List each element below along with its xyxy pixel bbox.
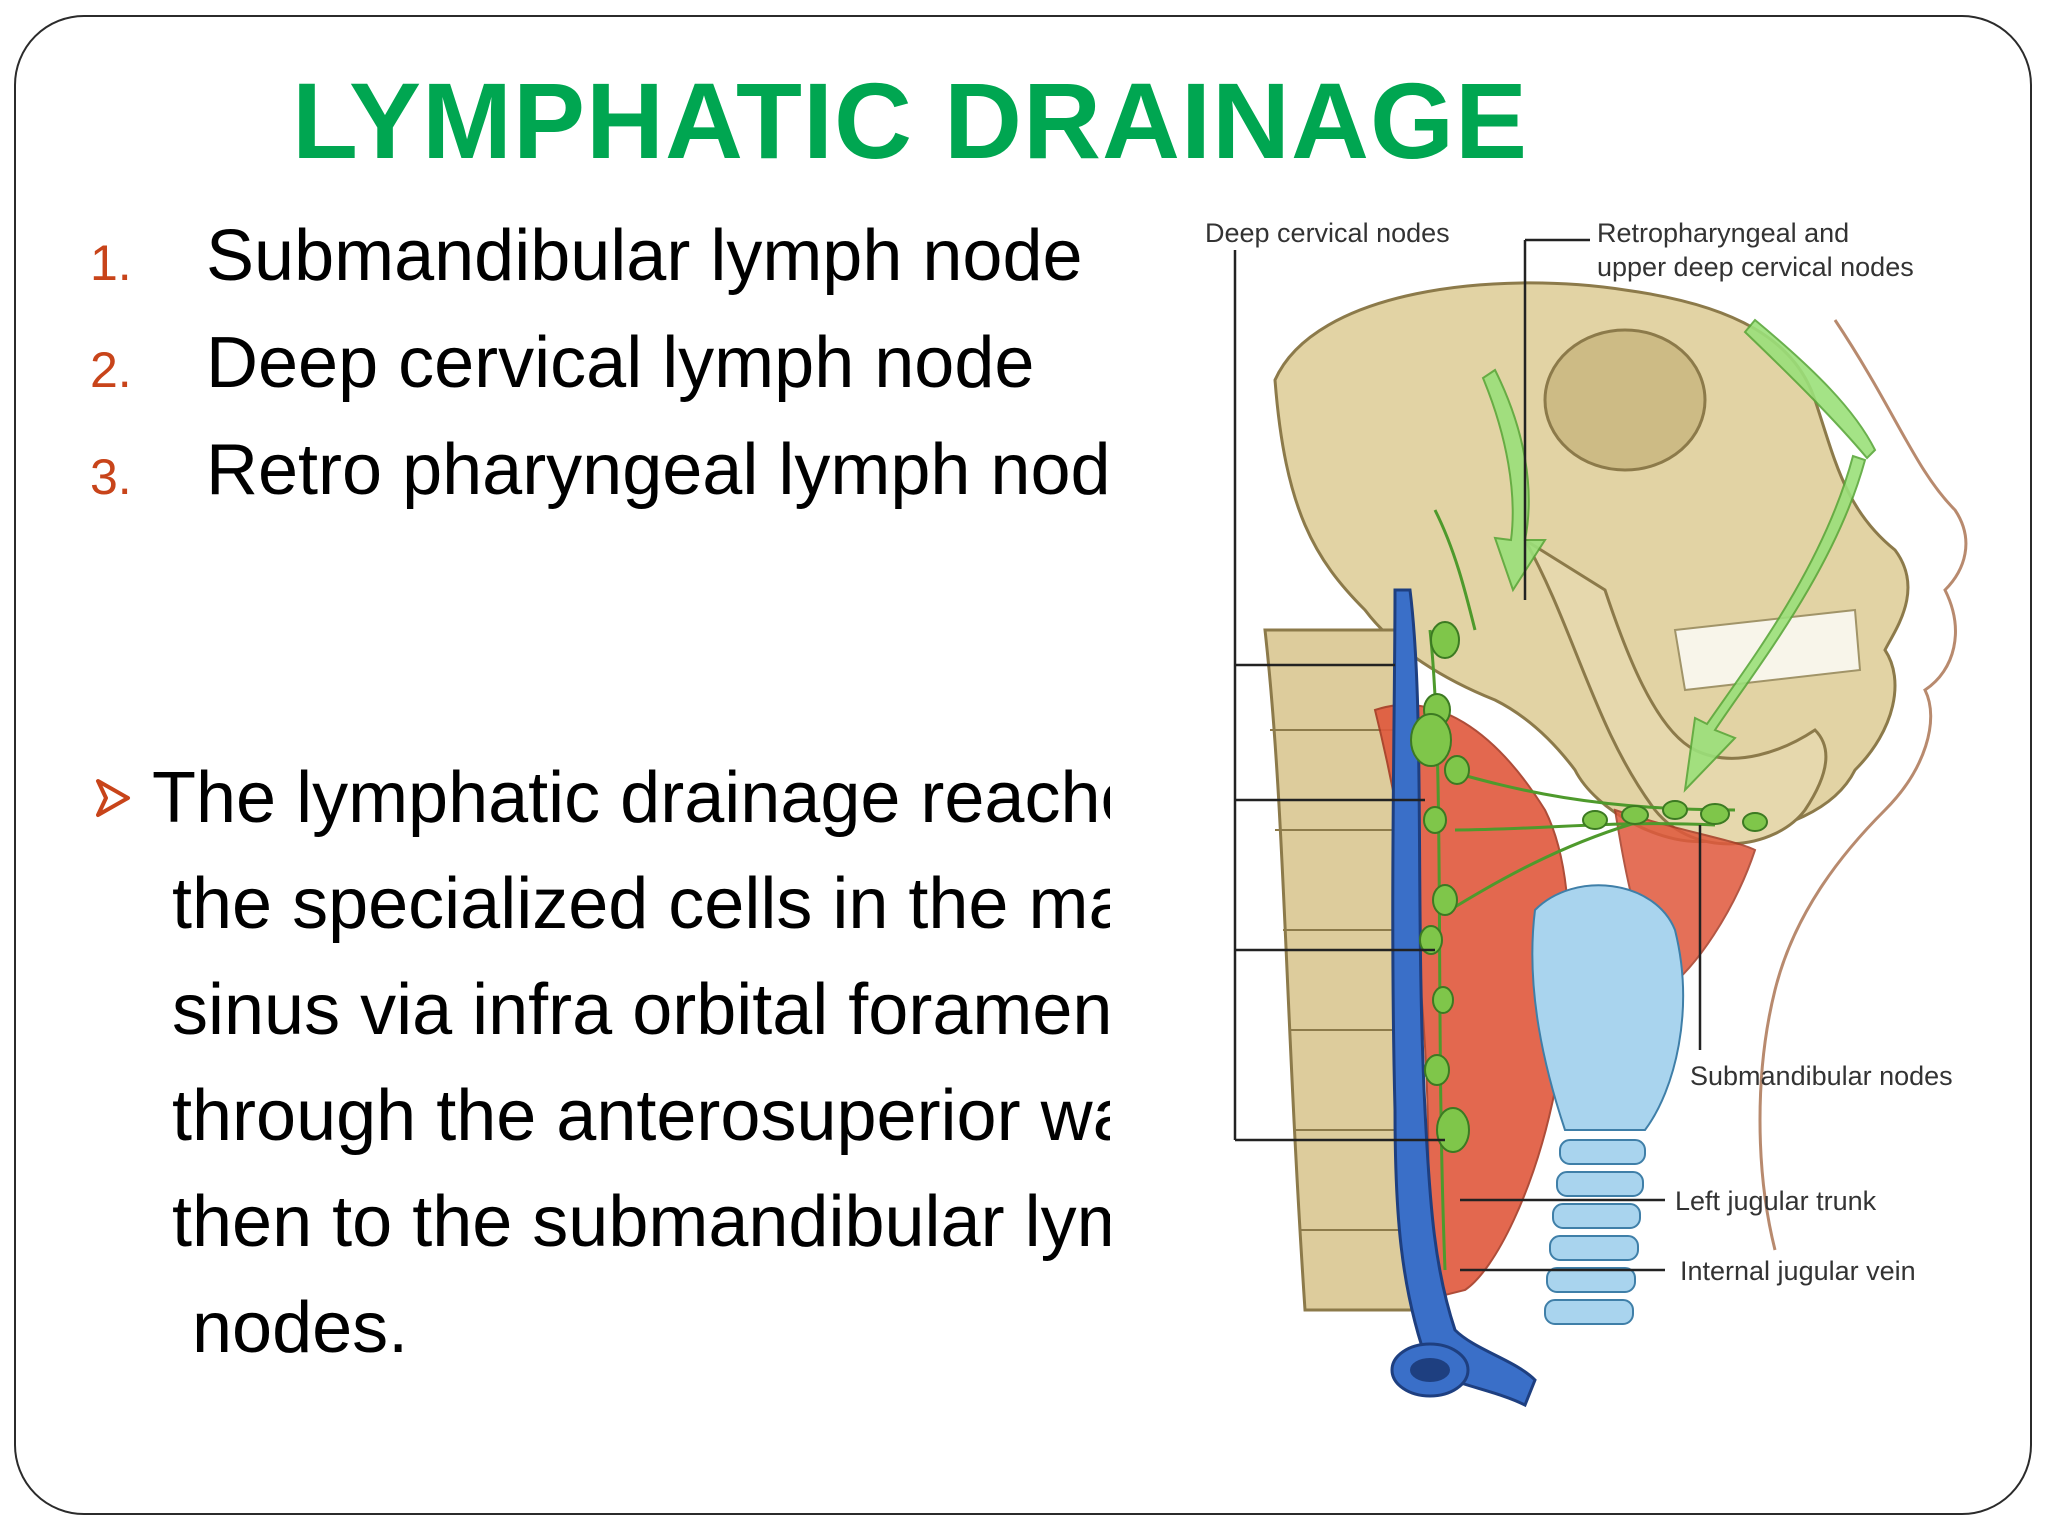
paragraph-line: the specialized cells in the maxillary: [172, 864, 1110, 944]
list-text: Retro pharyngeal lymph node: [206, 430, 1110, 510]
list-number: 1.: [90, 235, 132, 291]
face-outline: [1758, 319, 1968, 1251]
paragraph-line: nodes.: [192, 1288, 409, 1368]
label-left-jugular-trunk: Left jugular trunk: [1675, 1186, 1877, 1216]
paragraph-line: sinus via infra orbital foramen: [172, 970, 1110, 1050]
paragraph-line: then to the submandibular lymph: [172, 1182, 1110, 1262]
list-text: Submandibular lymph node: [206, 216, 1083, 296]
numbered-list: 1. Submandibular lymph node 2. Deep cerv…: [90, 215, 1110, 536]
drainage-arrows: [1481, 318, 1877, 793]
list-number: 2.: [90, 342, 132, 398]
list-item: 3. Retro pharyngeal lymph node: [90, 429, 1110, 536]
list-text: Deep cervical lymph node: [206, 323, 1035, 403]
lymph-nodes: [1410, 621, 1768, 1153]
label-retropharyngeal: Retropharyngeal and: [1597, 218, 1849, 248]
label-internal-jugular-vein: Internal jugular vein: [1680, 1256, 1916, 1286]
list-item: 1. Submandibular lymph node: [90, 215, 1110, 322]
larynx-shape: [1531, 884, 1685, 1131]
anatomy-figure: Deep cervical nodes Retropharyngeal and …: [1195, 210, 1985, 1460]
trachea-rings: [1544, 1139, 1646, 1325]
label-deep-cervical-nodes: Deep cervical nodes: [1205, 218, 1450, 248]
head-neck-lymph-illustration: Deep cervical nodes Retropharyngeal and …: [1205, 218, 1968, 1408]
bullet-paragraph: The lymphatic drainage reaches the speci…: [90, 745, 1110, 1381]
mandible-shape: [1520, 535, 1828, 846]
paragraph-line: through the anterosuperior wall and: [172, 1076, 1110, 1156]
arrow-bullet-icon: [96, 779, 130, 817]
slide-title: LYMPHATIC DRAINAGE: [291, 60, 1529, 181]
text-column: 1. Submandibular lymph node 2. Deep cerv…: [90, 215, 1110, 1415]
skull-shape: [1273, 281, 1910, 843]
paragraph-line: The lymphatic drainage reaches: [152, 758, 1110, 838]
label-submandibular-nodes: Submandibular nodes: [1690, 1061, 1953, 1091]
leader-lines: [1233, 238, 1702, 1272]
list-item: 2. Deep cervical lymph node: [90, 322, 1110, 429]
orbit-shape: [1543, 328, 1707, 472]
label-upper-deep-cervical: upper deep cervical nodes: [1597, 252, 1914, 282]
list-number: 3.: [90, 449, 132, 505]
